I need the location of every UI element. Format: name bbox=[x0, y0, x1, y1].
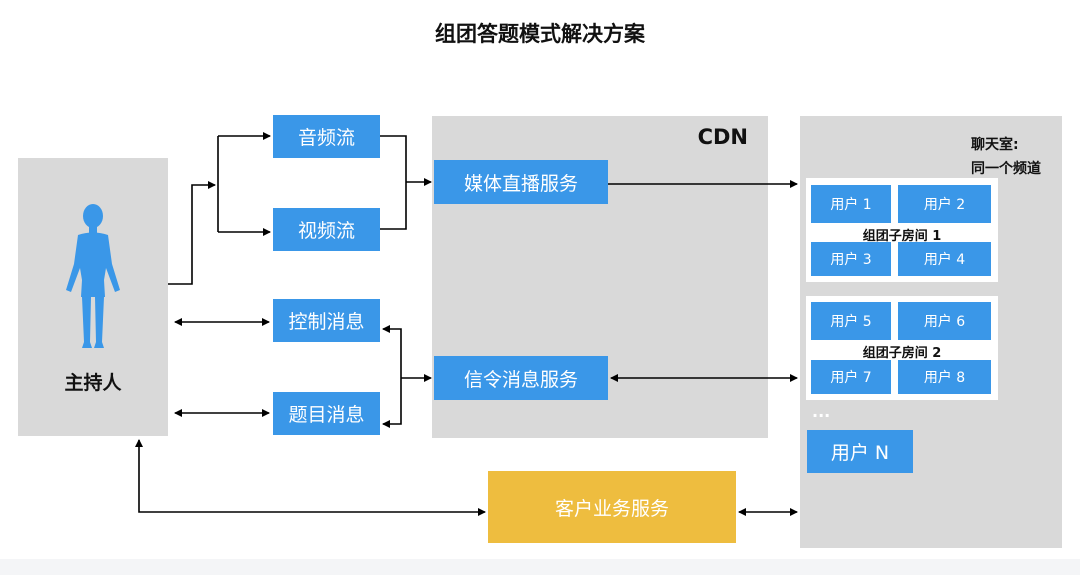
more-users-ellipsis: ... bbox=[812, 402, 831, 421]
host-panel: 主持人 bbox=[18, 158, 168, 436]
cdn-label: CDN bbox=[697, 125, 748, 149]
video-stream-box: 视频流 bbox=[273, 208, 380, 251]
chatroom-label-line1: 聊天室: bbox=[971, 137, 1019, 153]
media-live-service-box: 媒体直播服务 bbox=[434, 160, 608, 204]
control-message-box: 控制消息 bbox=[273, 299, 380, 342]
user-3-box: 用户 3 bbox=[811, 242, 891, 276]
audio-stream-box: 音频流 bbox=[273, 115, 380, 158]
user-1-box: 用户 1 bbox=[811, 185, 891, 223]
group-room-2-label: 组团子房间 2 bbox=[862, 346, 942, 361]
group-room-1-label: 组团子房间 1 bbox=[862, 229, 942, 244]
diagram-title: 组团答题模式解决方案 bbox=[435, 22, 645, 46]
bottom-band bbox=[0, 559, 1080, 575]
question-message-box: 题目消息 bbox=[273, 392, 380, 435]
user-7-box: 用户 7 bbox=[811, 360, 891, 394]
host-label: 主持人 bbox=[64, 372, 122, 394]
chatroom-label-line2: 同一个频道 bbox=[971, 161, 1041, 177]
user-8-box: 用户 8 bbox=[898, 360, 991, 394]
user-n-box: 用户 N bbox=[807, 430, 913, 473]
signal-message-service-box: 信令消息服务 bbox=[434, 356, 608, 400]
person-icon bbox=[66, 204, 120, 348]
user-2-box: 用户 2 bbox=[898, 185, 991, 223]
user-5-box: 用户 5 bbox=[811, 302, 891, 340]
user-4-box: 用户 4 bbox=[898, 242, 991, 276]
business-service-box: 客户业务服务 bbox=[488, 471, 736, 543]
user-6-box: 用户 6 bbox=[898, 302, 991, 340]
